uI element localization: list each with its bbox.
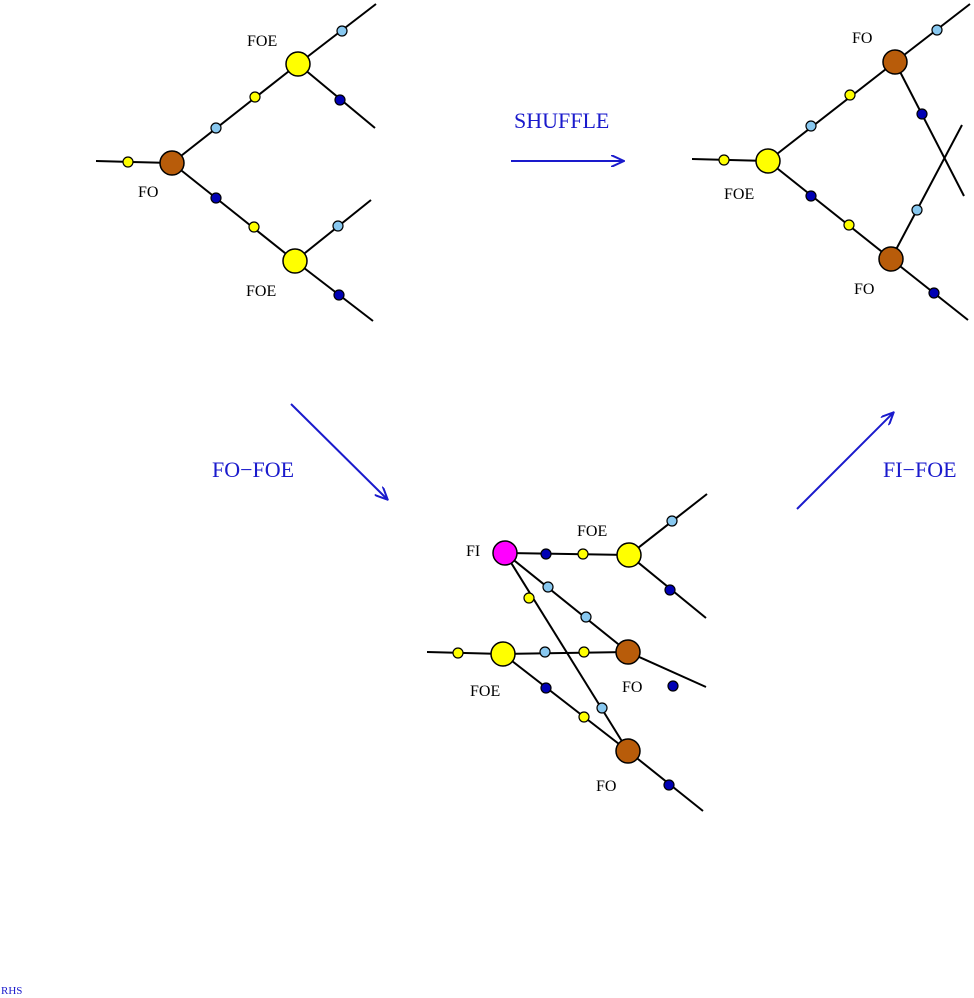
node-label-foe: FOE — [246, 283, 276, 300]
footer-label: RHS — [1, 985, 23, 997]
dark-blue-port — [333, 289, 345, 301]
arrow-label-fi-foe: FI−FOE — [883, 457, 957, 482]
node-label-fo: FO — [852, 30, 872, 47]
light-blue-port — [911, 204, 923, 216]
foe-node — [755, 148, 781, 174]
node-label-foe: FOE — [470, 683, 500, 700]
bottom-diagram: FI FOE FOE FO FO — [426, 493, 708, 812]
node-label-fo: FO — [138, 184, 158, 201]
yellow-port — [577, 548, 589, 560]
foe-node — [285, 51, 311, 77]
edge — [502, 653, 629, 752]
fo-node — [878, 246, 904, 272]
node-label-fo: FO — [622, 679, 642, 696]
edge — [627, 651, 707, 688]
edge — [171, 162, 296, 262]
light-blue-port — [539, 646, 551, 658]
right-diagram: FOE FO FO — [691, 3, 971, 321]
yellow-port — [718, 154, 730, 166]
edge — [890, 258, 969, 321]
dark-blue-port — [667, 680, 679, 692]
edge — [294, 199, 372, 262]
light-blue-port — [210, 122, 222, 134]
transform-arrows: SHUFFLE FO−FOE FI−FOE — [212, 108, 957, 510]
light-blue-port — [931, 24, 943, 36]
left-diagram: FO FOE FOE — [95, 3, 377, 322]
dark-blue-port — [916, 108, 928, 120]
yellow-port — [249, 91, 261, 103]
light-blue-port — [332, 220, 344, 232]
fi-node — [492, 540, 518, 566]
light-blue-port — [336, 25, 348, 37]
edge — [502, 651, 629, 655]
fo-node — [615, 738, 641, 764]
edge — [294, 260, 374, 322]
node-label-fo: FO — [596, 778, 616, 795]
arrow-label-fo-foe: FO−FOE — [212, 457, 294, 482]
dark-blue-port — [663, 779, 675, 791]
edge — [767, 61, 896, 162]
node-label-foe: FOE — [247, 33, 277, 50]
light-blue-port — [666, 515, 678, 527]
fi-foe-arrow — [796, 413, 893, 510]
yellow-port — [523, 592, 535, 604]
yellow-port — [843, 219, 855, 231]
yellow-port — [248, 221, 260, 233]
light-blue-port — [542, 581, 554, 593]
light-blue-port — [580, 611, 592, 623]
fo-node — [159, 150, 185, 176]
yellow-port — [122, 156, 134, 168]
light-blue-port — [805, 120, 817, 132]
node-label-foe: FOE — [577, 523, 607, 540]
yellow-port — [452, 647, 464, 659]
edge — [767, 160, 892, 260]
edge — [894, 61, 965, 197]
fo-node — [882, 49, 908, 75]
node-label-fo: FO — [854, 281, 874, 298]
foe-node — [490, 641, 516, 667]
edge — [504, 552, 630, 556]
dark-blue-port — [540, 548, 552, 560]
dark-blue-port — [928, 287, 940, 299]
foe-node — [616, 542, 642, 568]
yellow-port — [578, 646, 590, 658]
fo-node — [615, 639, 641, 665]
edge — [890, 124, 963, 260]
edge — [297, 3, 377, 65]
dark-blue-port — [334, 94, 346, 106]
node-label-fi: FI — [466, 543, 480, 560]
edge — [171, 63, 299, 164]
arrow-label-shuffle: SHUFFLE — [514, 108, 609, 133]
light-blue-port — [596, 702, 608, 714]
dark-blue-port — [805, 190, 817, 202]
fo-foe-arrow — [290, 403, 387, 499]
dark-blue-port — [210, 192, 222, 204]
node-label-foe: FOE — [724, 186, 754, 203]
dark-blue-port — [540, 682, 552, 694]
yellow-port — [578, 711, 590, 723]
yellow-port — [844, 89, 856, 101]
foe-node — [282, 248, 308, 274]
edge — [504, 552, 629, 653]
dark-blue-port — [664, 584, 676, 596]
